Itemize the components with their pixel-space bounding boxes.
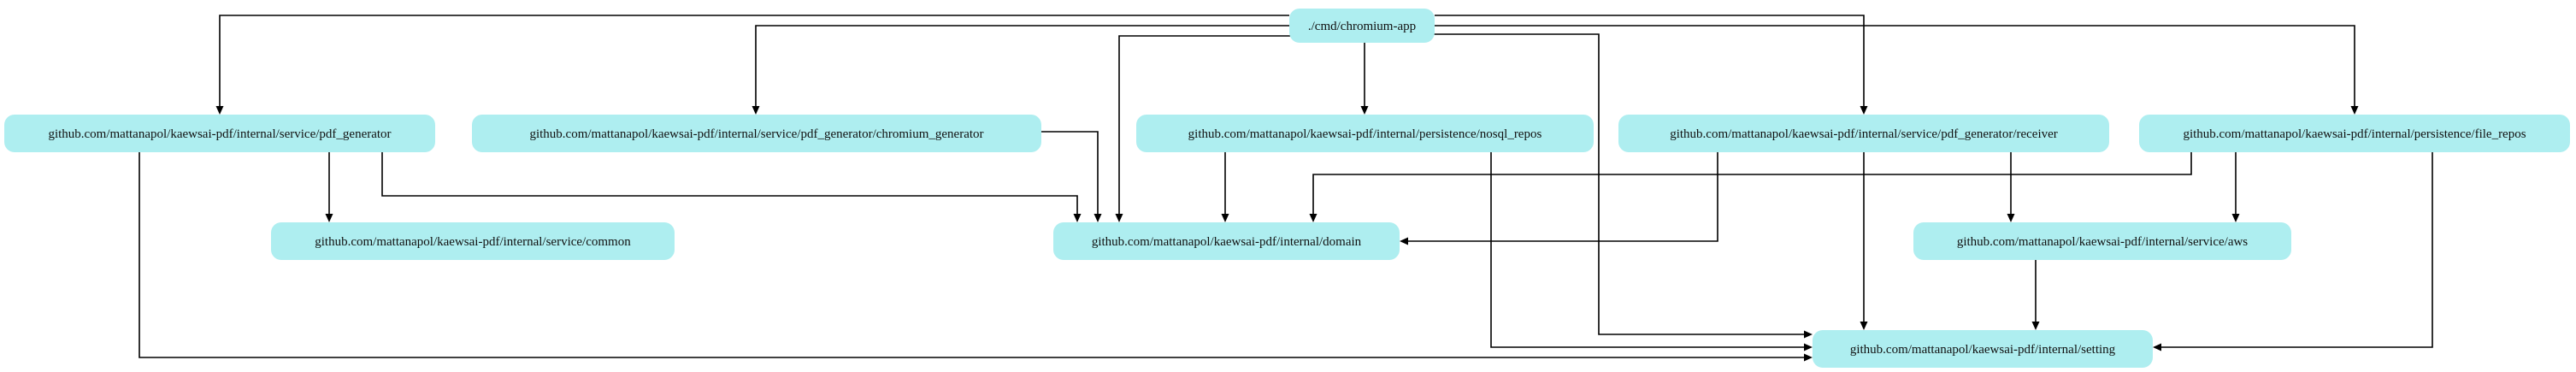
edges-layer (139, 15, 2433, 362)
arrowhead-icon (1860, 322, 1868, 330)
node-box[interactable] (1053, 222, 1400, 260)
node-box[interactable] (2139, 115, 2570, 152)
node-label: github.com/mattanapol/kaewsai-pdf/intern… (48, 127, 391, 141)
edge-pdf-generator-to-common (325, 152, 333, 222)
arrowhead-icon (1115, 214, 1123, 222)
arrowhead-icon (1221, 214, 1229, 222)
arrowhead-icon (2031, 322, 2040, 330)
arrowhead-icon (1093, 214, 1102, 222)
edge-line (1490, 152, 1805, 348)
node-label: github.com/mattanapol/kaewsai-pdf/intern… (1850, 343, 2116, 357)
node-box[interactable] (1618, 115, 2109, 152)
node-label: github.com/mattanapol/kaewsai-pdf/intern… (1670, 127, 2058, 141)
arrowhead-icon (1860, 106, 1868, 115)
edge-line (219, 15, 1289, 107)
arrowhead-icon (2007, 214, 2015, 222)
edge-chromium-app-to-setting (1405, 33, 1813, 339)
arrowhead-icon (2231, 214, 2240, 222)
arrowhead-icon (215, 106, 224, 115)
node-box[interactable] (1289, 9, 1435, 43)
edge-nosql-repos-to-setting (1490, 152, 1813, 351)
node-box[interactable] (1813, 330, 2153, 368)
edge-file-repos-to-domain (1309, 152, 2192, 222)
node-box[interactable] (271, 222, 675, 260)
node-label: github.com/mattanapol/kaewsai-pdf/intern… (315, 235, 631, 249)
node-label: github.com/mattanapol/kaewsai-pdf/intern… (529, 127, 983, 141)
arrowhead-icon (2350, 106, 2359, 115)
node-label: github.com/mattanapol/kaewsai-pdf/intern… (1092, 235, 1362, 249)
node-box[interactable] (472, 115, 1041, 152)
node-setting[interactable]: github.com/mattanapol/kaewsai-pdf/intern… (1813, 330, 2153, 368)
arrowhead-icon (1804, 353, 1813, 362)
edge-line (381, 152, 1078, 215)
nodes-layer: ./cmd/chromium-app github.com/mattanapol/… (4, 9, 2570, 368)
node-file-repos[interactable]: github.com/mattanapol/kaewsai-pdf/intern… (2139, 115, 2570, 152)
edge-file-repos-to-aws (2231, 152, 2240, 222)
arrowhead-icon (1073, 214, 1082, 222)
edge-line (2160, 152, 2433, 348)
node-receiver[interactable]: github.com/mattanapol/kaewsai-pdf/intern… (1618, 115, 2109, 152)
edge-chromium-generator-to-domain (1041, 131, 1102, 222)
edge-line (1407, 152, 1718, 242)
edge-chromium-app-to-pdf-generator (215, 15, 1289, 115)
edge-chromium-app-to-nosql-repos (1360, 43, 1369, 115)
edge-aws-to-setting (2031, 260, 2040, 330)
node-chromium-app[interactable]: ./cmd/chromium-app (1289, 9, 1435, 43)
edge-line (1041, 131, 1099, 215)
arrowhead-icon (1309, 214, 1317, 222)
edge-pdf-generator-to-domain (381, 152, 1082, 222)
edge-receiver-to-aws (2007, 152, 2015, 222)
edge-nosql-repos-to-domain (1221, 152, 1229, 222)
edge-chromium-app-to-file-repos (1435, 25, 2359, 115)
edge-line (139, 152, 1805, 358)
edge-line (1435, 15, 1865, 107)
arrowhead-icon (1360, 106, 1369, 115)
node-pdf-generator[interactable]: github.com/mattanapol/kaewsai-pdf/intern… (4, 115, 435, 152)
arrowhead-icon (1804, 330, 1813, 339)
arrowhead-icon (2153, 343, 2161, 351)
edge-line (1405, 33, 1805, 335)
arrowhead-icon (325, 214, 333, 222)
edge-pdf-generator-to-setting (139, 152, 1813, 362)
edge-line (1435, 25, 2355, 107)
node-box[interactable] (4, 115, 435, 152)
node-label: github.com/mattanapol/kaewsai-pdf/intern… (1957, 235, 2248, 249)
node-domain[interactable]: github.com/mattanapol/kaewsai-pdf/intern… (1053, 222, 1400, 260)
edge-receiver-to-setting (1860, 152, 1868, 330)
edge-chromium-app-to-receiver (1435, 15, 1868, 115)
arrowhead-icon (1804, 343, 1813, 351)
arrowhead-icon (1400, 237, 1408, 245)
node-label: ./cmd/chromium-app (1308, 20, 1416, 33)
node-common[interactable]: github.com/mattanapol/kaewsai-pdf/intern… (271, 222, 675, 260)
node-box[interactable] (1913, 222, 2291, 260)
edge-file-repos-to-setting (2153, 152, 2433, 351)
node-aws[interactable]: github.com/mattanapol/kaewsai-pdf/intern… (1913, 222, 2291, 260)
node-box[interactable] (1136, 115, 1594, 152)
node-chromium-generator[interactable]: github.com/mattanapol/kaewsai-pdf/intern… (472, 115, 1041, 152)
node-nosql-repos[interactable]: github.com/mattanapol/kaewsai-pdf/intern… (1136, 115, 1594, 152)
edge-line (1312, 152, 2192, 215)
edge-line (755, 25, 1289, 107)
edge-chromium-app-to-chromium-generator (752, 25, 1289, 115)
node-label: github.com/mattanapol/kaewsai-pdf/intern… (1188, 127, 1542, 141)
edge-receiver-to-domain (1400, 152, 1718, 245)
arrowhead-icon (752, 106, 760, 115)
node-label: github.com/mattanapol/kaewsai-pdf/intern… (2183, 127, 2526, 141)
